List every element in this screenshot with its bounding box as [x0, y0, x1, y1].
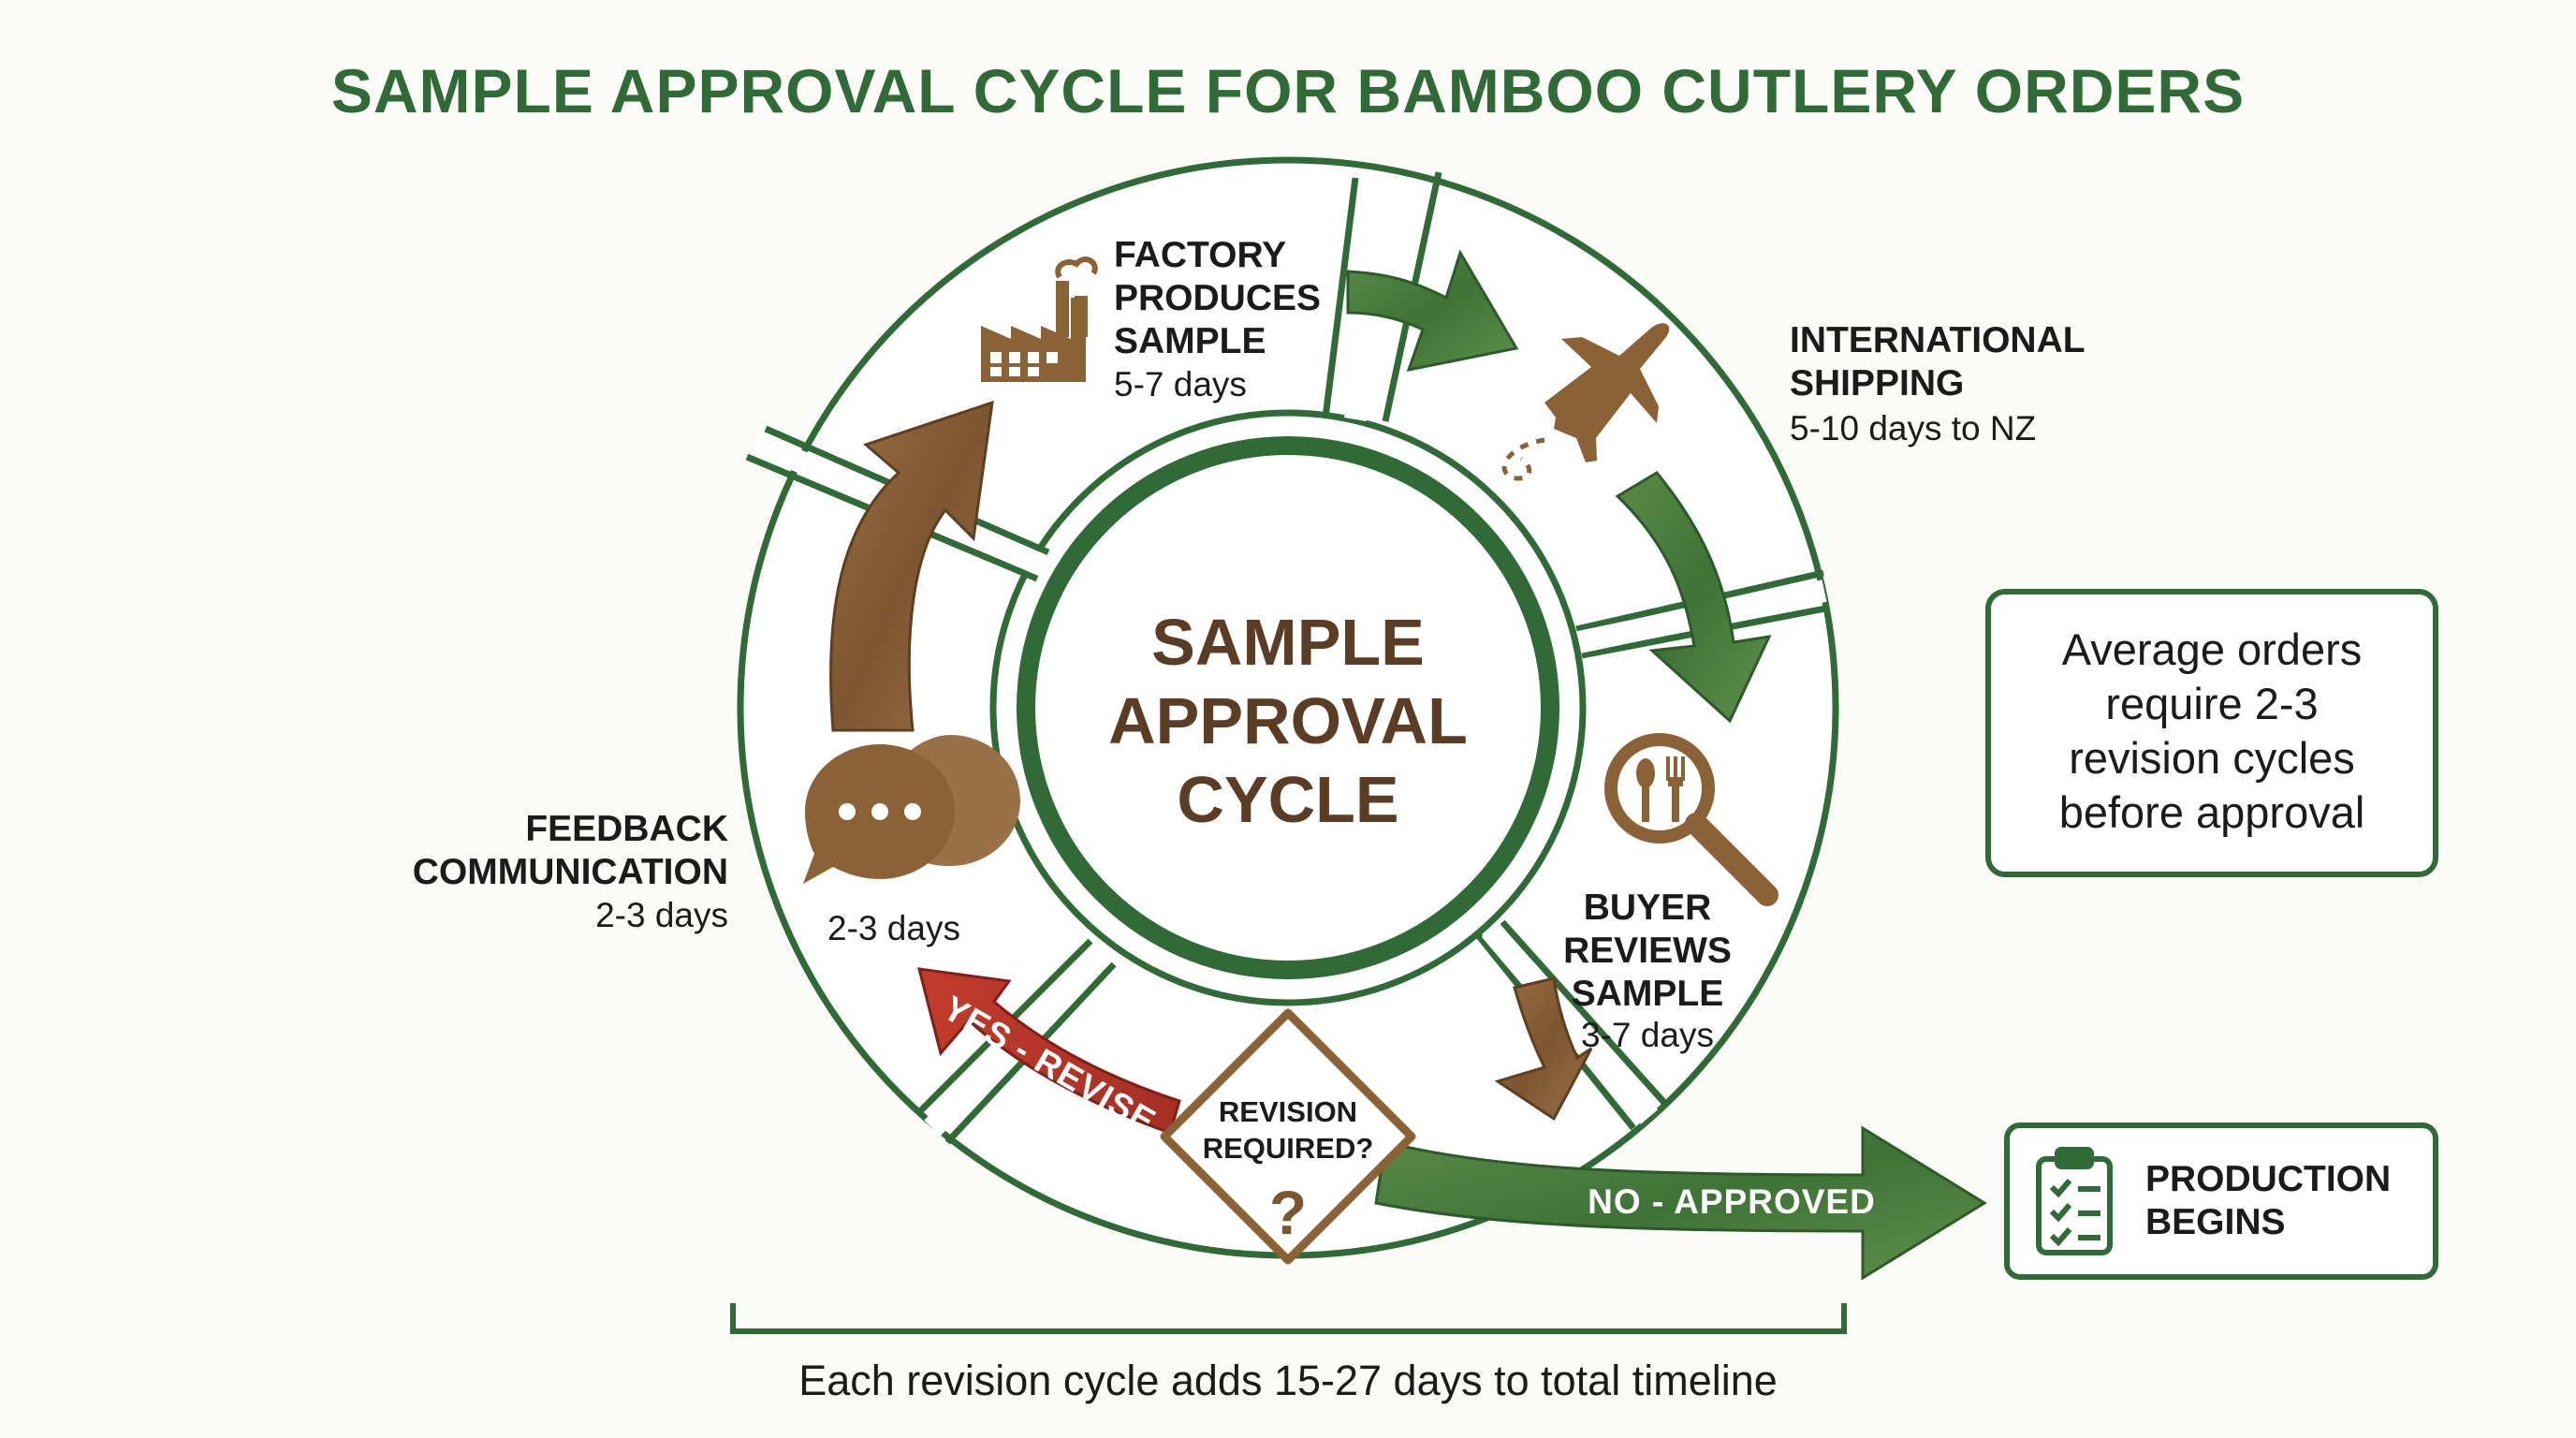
shipping-label-line1: INTERNATIONAL	[1790, 320, 2086, 360]
factory-label-line3: SAMPLE	[1114, 321, 1266, 361]
page-title: SAMPLE APPROVAL CYCLE FOR BAMBOO CUTLERY…	[331, 56, 2245, 125]
note-line1: Average orders	[2062, 624, 2363, 674]
note-line3: revision cycles	[2069, 733, 2355, 783]
feedback-inner-duration: 2-3 days	[827, 909, 960, 947]
note-box: Average orders require 2-3 revision cycl…	[1985, 589, 2438, 877]
arrow-review-to-decision	[1494, 976, 1593, 1122]
decision-line2: REQUIRED?	[1203, 1132, 1374, 1165]
factory-label-line1: FACTORY	[1114, 235, 1286, 275]
arrow-yes-revise	[916, 967, 1181, 1135]
decision-question-mark: ?	[1269, 1178, 1307, 1247]
clipboard-checklist-icon	[2036, 1147, 2113, 1255]
decision-line1: REVISION	[1219, 1095, 1357, 1128]
factory-duration: 5-7 days	[1114, 365, 1247, 404]
arrow-shipping-to-review	[1615, 471, 1772, 724]
review-label-line1: BUYER	[1584, 888, 1712, 928]
production-line2: BEGINS	[2145, 1202, 2286, 1242]
feedback-duration: 2-3 days	[595, 896, 728, 934]
factory-icon	[981, 257, 1098, 382]
review-label-line2: REVIEWS	[1563, 931, 1732, 971]
decision-node: REVISION REQUIRED? ?	[1160, 1008, 1416, 1265]
center-title-line1: SAMPLE	[1151, 606, 1425, 679]
production-line1: PRODUCTION	[2145, 1159, 2391, 1199]
arrow-no-approved	[1374, 1125, 1987, 1281]
airplane-icon	[1501, 323, 1670, 481]
factory-label-line2: PRODUCES	[1114, 278, 1321, 318]
note-line4: before approval	[2059, 787, 2365, 837]
feedback-label-line1: FEEDBACK	[525, 809, 728, 849]
center-title-line2: APPROVAL	[1108, 684, 1468, 757]
feedback-label-line2: COMMUNICATION	[413, 852, 728, 892]
center-ring	[1017, 436, 1559, 979]
chat-bubbles-icon	[803, 735, 1020, 884]
note-line2: require 2-3	[2105, 679, 2318, 728]
approved-arrow-label: NO - APPROVED	[1588, 1182, 1876, 1221]
review-duration: 3-7 days	[1581, 1016, 1714, 1054]
arrow-feedback-to-factory	[829, 400, 994, 732]
timeline-note: Each revision cycle adds 15-27 days to t…	[798, 1357, 1778, 1404]
timeline-bracket	[730, 1303, 1847, 1334]
arrow-factory-to-shipping	[1346, 249, 1519, 372]
review-label-line3: SAMPLE	[1572, 974, 1724, 1014]
center-title-line3: CYCLE	[1177, 763, 1398, 836]
shipping-label-line2: SHIPPING	[1790, 363, 1964, 404]
production-box: PRODUCTION BEGINS	[2004, 1123, 2438, 1280]
shipping-duration: 5-10 days to NZ	[1790, 409, 2036, 448]
magnifier-cutlery-icon	[1604, 733, 1778, 906]
